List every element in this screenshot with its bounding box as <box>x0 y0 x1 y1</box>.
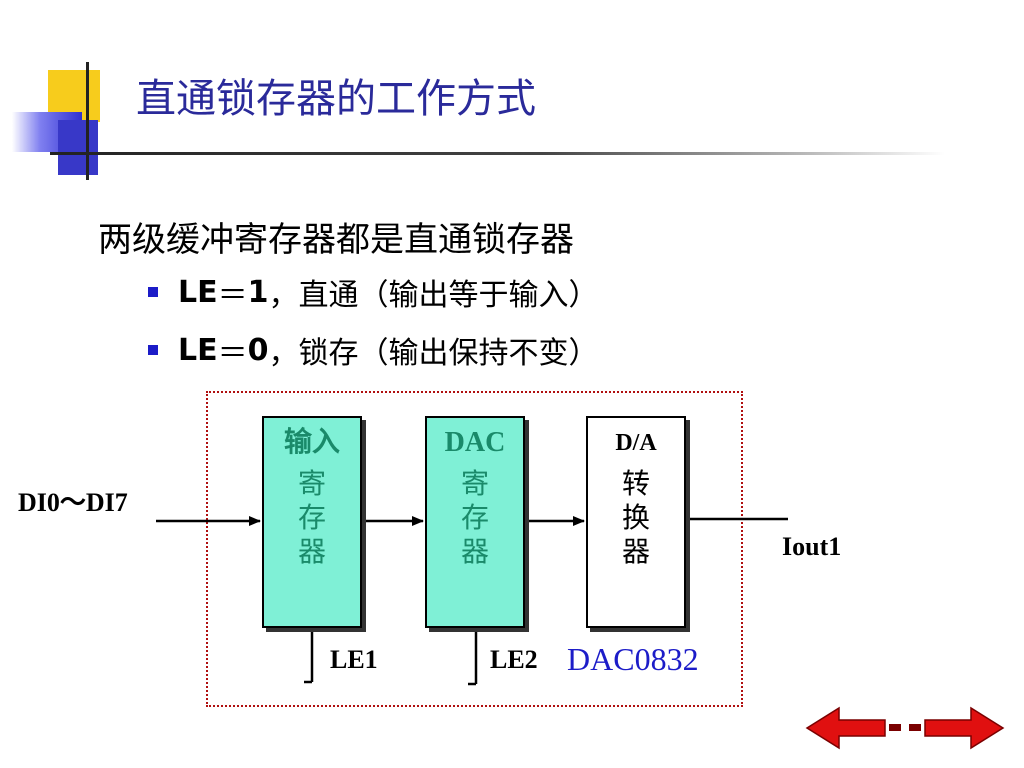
dac-register-head: DAC <box>444 427 506 458</box>
main-statement: 两级缓冲寄存器都是直通锁存器 <box>98 220 574 260</box>
output-label: Iout1 <box>782 532 842 561</box>
header-decoration-vertical-line <box>86 62 89 180</box>
title-underline <box>50 152 945 155</box>
bullet-description: ，锁存（输出保持不变） <box>268 336 599 371</box>
slide-navigation <box>805 706 1005 750</box>
bullet-square-icon <box>148 345 158 355</box>
bullet-value: 0 <box>247 332 269 368</box>
bullet-eq: ＝ <box>217 278 248 313</box>
bullet-description: ，直通（输出等于输入） <box>268 278 599 313</box>
bullet-eq: ＝ <box>217 336 248 371</box>
da-converter-block: D/A 转换器 <box>586 416 686 628</box>
input-label: DI0～DI7 <box>18 488 128 517</box>
input-register-head: 输入 <box>283 427 340 458</box>
header-decoration-blue <box>58 120 98 175</box>
bullet-le: LE <box>178 332 218 368</box>
le2-label: LE2 <box>490 645 538 674</box>
dac-register-body: 寄存器 <box>460 469 489 568</box>
bullet-le: LE <box>178 274 218 310</box>
slide-title: 直通锁存器的工作方式 <box>136 76 536 122</box>
bullet-square-icon <box>148 287 158 297</box>
input-register-block: 输入 寄存器 <box>262 416 362 628</box>
bullet-item-le1: LE ＝ 1 ，直通（输出等于输入） <box>148 272 599 313</box>
da-converter-head: D/A <box>615 430 657 456</box>
chip-label: DAC0832 <box>567 641 699 677</box>
bullet-item-le0: LE ＝ 0 ，锁存（输出保持不变） <box>148 330 599 371</box>
input-register-body: 寄存器 <box>297 469 326 568</box>
le1-label: LE1 <box>330 645 378 674</box>
bullet-value: 1 <box>247 274 269 310</box>
back-arrow-icon[interactable] <box>805 706 901 750</box>
dac-register-block: DAC 寄存器 <box>425 416 525 628</box>
forward-arrow-icon[interactable] <box>909 706 1005 750</box>
dac0832-boundary <box>206 391 743 707</box>
da-converter-body: 转换器 <box>621 469 650 568</box>
